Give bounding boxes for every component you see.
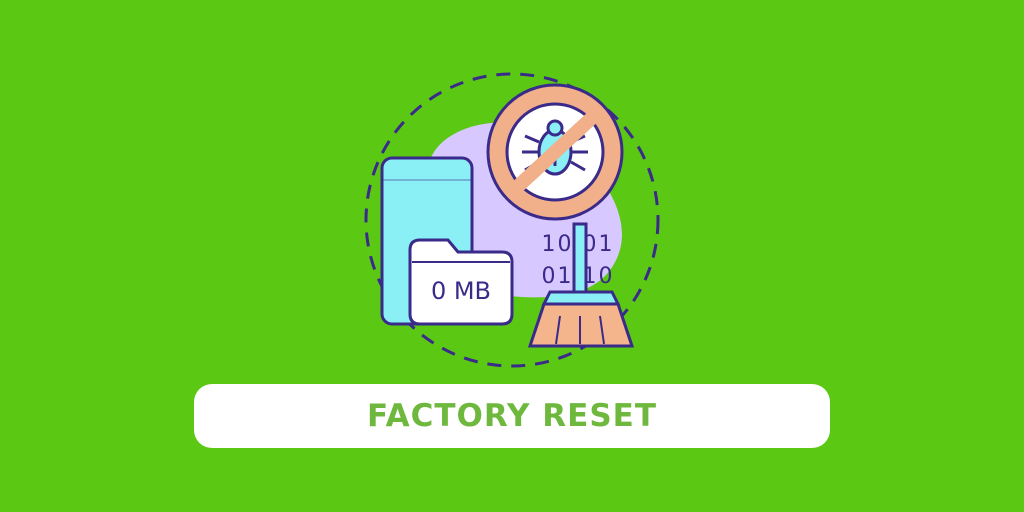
no-sign-slash (509, 108, 601, 196)
folder-icon: 0 MB (408, 238, 514, 326)
broom-icon (527, 222, 635, 348)
folder-label: 0 MB (431, 277, 491, 305)
no-bug-icon (486, 83, 624, 221)
dashed-circle (364, 72, 660, 368)
title-banner: FACTORY RESET (194, 384, 830, 448)
banner-title: FACTORY RESET (367, 398, 657, 434)
